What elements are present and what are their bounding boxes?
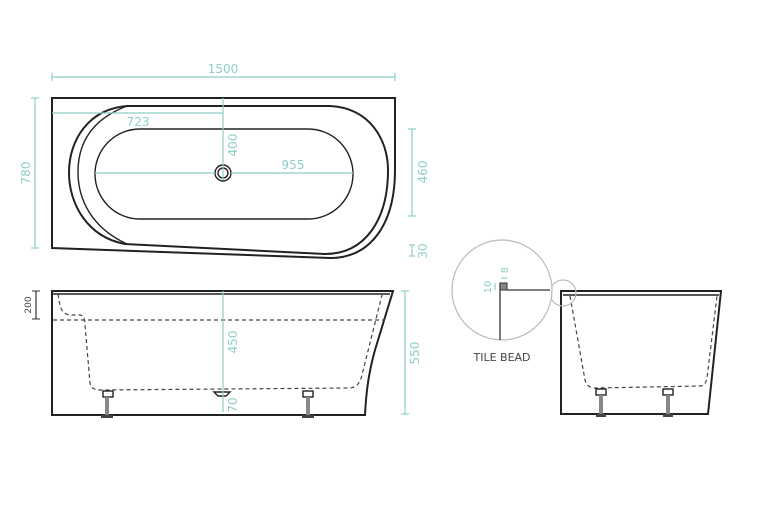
dim-floor-height: 70 (226, 397, 240, 412)
leg (101, 390, 114, 418)
dim-depth: 780 (19, 162, 33, 185)
dim-water-depth: 450 (226, 331, 240, 354)
dim-inner-width: 460 (416, 161, 430, 184)
dim-width: 1500 (208, 62, 239, 76)
dim-drain-offset: 723 (127, 115, 150, 129)
outer-rim (51, 97, 396, 260)
end-outline (560, 290, 723, 415)
tile-bead (499, 282, 508, 291)
dim-total-height: 550 (408, 342, 422, 365)
dim-rim: 30 (416, 243, 430, 258)
top-view: 1500 780 723 400 955 460 30 (19, 62, 430, 260)
dim-inner-length: 955 (282, 158, 305, 172)
side-outline (51, 290, 395, 416)
dim-bead-height: 10 (483, 281, 494, 294)
leg (302, 390, 314, 418)
dim-bead-width: 8 (500, 267, 511, 273)
detail-label: TILE BEAD (472, 351, 530, 364)
end-inner-profile (569, 295, 718, 389)
inner-profile (57, 293, 383, 391)
leg (662, 388, 674, 417)
leg (595, 388, 607, 417)
end-view: 8 10 TILE BEAD (451, 239, 723, 417)
detail-marker (549, 279, 577, 307)
dim-drain-depth: 400 (226, 134, 240, 157)
inner-basin (94, 128, 354, 220)
dim-seat-height: 200 (24, 296, 34, 313)
side-view: 450 70 550 200 (24, 290, 422, 418)
basin-outline (68, 105, 390, 256)
inner-step (77, 105, 128, 245)
